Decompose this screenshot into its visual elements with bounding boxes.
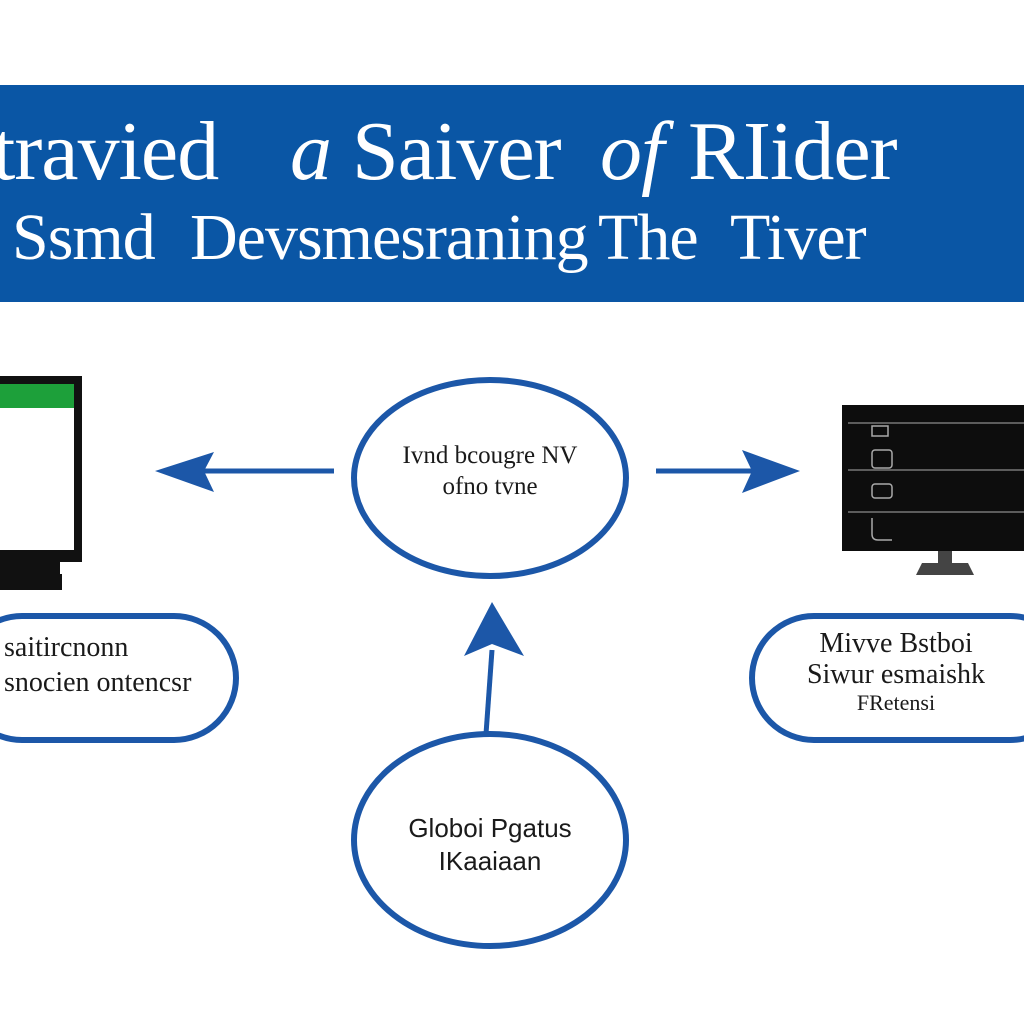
arrow-left-icon — [155, 452, 334, 492]
arrow-right-icon — [656, 450, 800, 493]
right-label-pill — [749, 613, 1024, 743]
right-pill-label: Mivve Bstboi Siwur esmaishk FRetensi — [768, 628, 1024, 715]
center-bottom-node — [351, 731, 629, 949]
left-label-pill — [0, 613, 239, 743]
right-monitor-icon — [842, 405, 1024, 575]
center-top-node-label: Ivnd bcougre NV ofno tvne — [354, 440, 626, 503]
center-bottom-node-label: Globoi Pgatus IKaaiaan — [354, 812, 626, 877]
banner-word: RIider — [688, 105, 898, 198]
center-top-node — [351, 377, 629, 579]
node-label-line: Globoi Pgatus — [408, 813, 572, 843]
node-label-line: ofno tvne — [442, 473, 538, 501]
arrow-up-icon — [464, 602, 524, 735]
node-label-line: snocien ontencsr — [4, 667, 192, 698]
banner-word: Ssmd — [12, 201, 156, 274]
node-label-line: FRetensi — [856, 689, 936, 715]
banner-word: of — [600, 105, 664, 198]
banner-word: The — [598, 201, 699, 274]
node-label-line: Siwur esmaishk — [806, 659, 986, 691]
node-label-line: Ivnd bcougre NV — [402, 442, 578, 469]
node-label-line: Mivve Bstboi — [819, 628, 973, 659]
banner-word: a — [290, 105, 332, 198]
banner-word: Saiver — [352, 105, 562, 198]
title-banner — [0, 85, 1024, 302]
node-label-line: IKaaiaan — [438, 845, 542, 876]
node-label-line: saitircnonn — [4, 632, 129, 663]
banner-word: Tiver — [730, 201, 867, 274]
banner-word: travied — [0, 105, 219, 198]
left-monitor-icon — [0, 376, 82, 590]
banner-word: Devsmesraning — [190, 201, 589, 274]
left-pill-label: saitircnonn snocien ontencsr — [0, 630, 222, 700]
